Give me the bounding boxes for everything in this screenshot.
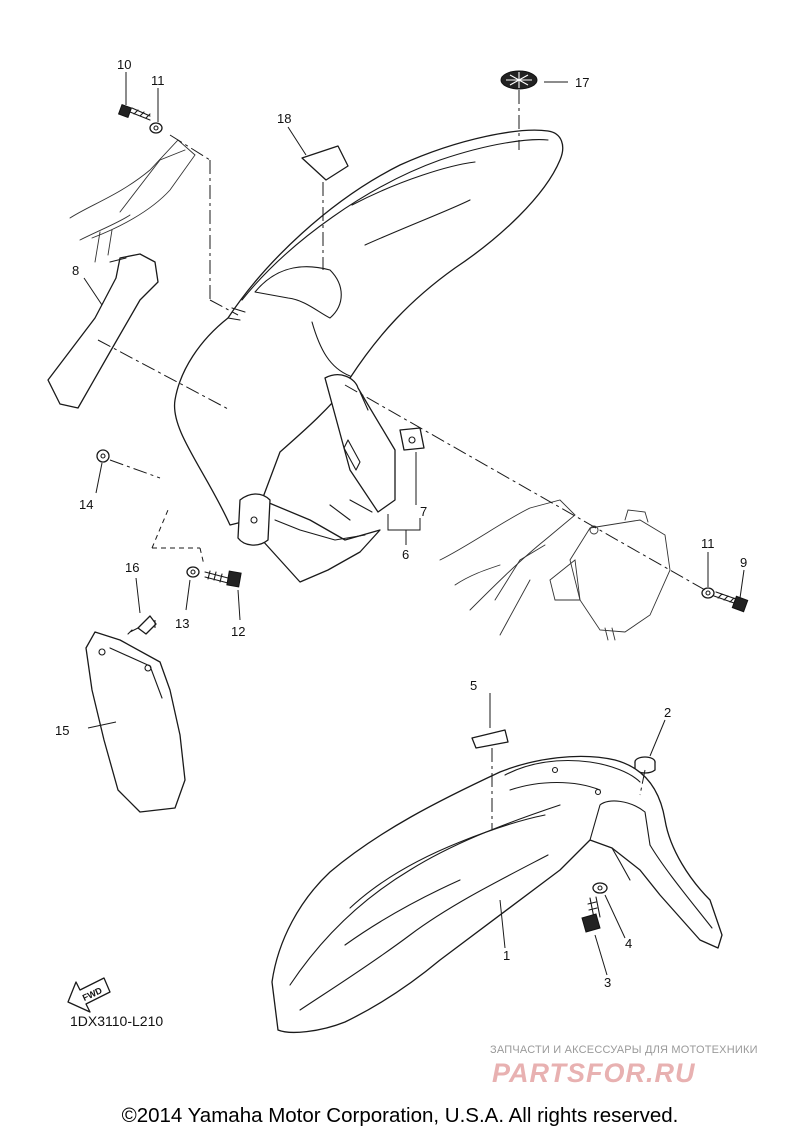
leader-lines [83, 72, 745, 976]
part-17-emblem [500, 70, 538, 90]
callout-10: 10 [117, 57, 131, 72]
part-16-rivet [127, 615, 157, 635]
callout-11-upper: 11 [151, 73, 165, 88]
part-3-bolt [581, 896, 601, 933]
callout-17: 17 [575, 75, 589, 90]
part-5-pad [471, 729, 509, 749]
diagram-code: 1DX3110-L210 [70, 1013, 164, 1029]
copyright-notice: ©2014 Yamaha Motor Corporation, U.S.A. A… [121, 1104, 679, 1127]
callout-16: 16 [125, 560, 139, 575]
part-1-front-fender [271, 755, 723, 1034]
callout-3: 3 [604, 975, 611, 990]
part-8-cover [47, 253, 159, 409]
part-7-nut [399, 427, 425, 451]
callout-13: 13 [175, 616, 189, 631]
part-6-rear-fender [173, 129, 564, 583]
part-18-pad [301, 145, 349, 181]
callout-11-lower: 11 [701, 536, 715, 551]
part-10-bolt-upper [117, 103, 151, 121]
part-13-washer [186, 566, 200, 578]
part-12-bolt [204, 570, 242, 588]
part-14-washer [96, 449, 110, 463]
callouts: 10 11 17 18 8 14 7 6 11 9 16 13 12 15 5 … [55, 57, 747, 990]
part-4-washer [592, 882, 608, 894]
assembly-lines [97, 90, 706, 830]
frame-ghost-upper [69, 139, 196, 263]
part-9-bolt-lower [713, 591, 749, 613]
callout-8: 8 [72, 263, 79, 278]
callout-1: 1 [503, 948, 510, 963]
callout-2: 2 [664, 705, 671, 720]
callout-14: 14 [79, 497, 93, 512]
tank-bracket-ghost [549, 509, 671, 641]
part-11-washer-lower [701, 587, 715, 599]
callout-6: 6 [402, 547, 409, 562]
callout-15: 15 [55, 723, 69, 738]
callout-4: 4 [625, 936, 632, 951]
callout-9: 9 [740, 555, 747, 570]
callout-5: 5 [470, 678, 477, 693]
callout-7: 7 [420, 504, 427, 519]
watermark-caption: ЗАПЧАСТИ И АКСЕССУАРЫ ДЛЯ МОТОТЕХНИКИ [490, 1044, 758, 1056]
frame-ghost-lower [439, 499, 576, 636]
watermark-logo: PARTSFOR.RU [492, 1058, 696, 1088]
part-2-grommet [634, 756, 656, 774]
callout-18: 18 [277, 111, 291, 126]
fwd-arrow-icon: FWD [67, 977, 111, 1013]
part-11-washer-upper [149, 122, 163, 134]
part-15-flap [85, 631, 186, 813]
callout-12: 12 [231, 624, 245, 639]
